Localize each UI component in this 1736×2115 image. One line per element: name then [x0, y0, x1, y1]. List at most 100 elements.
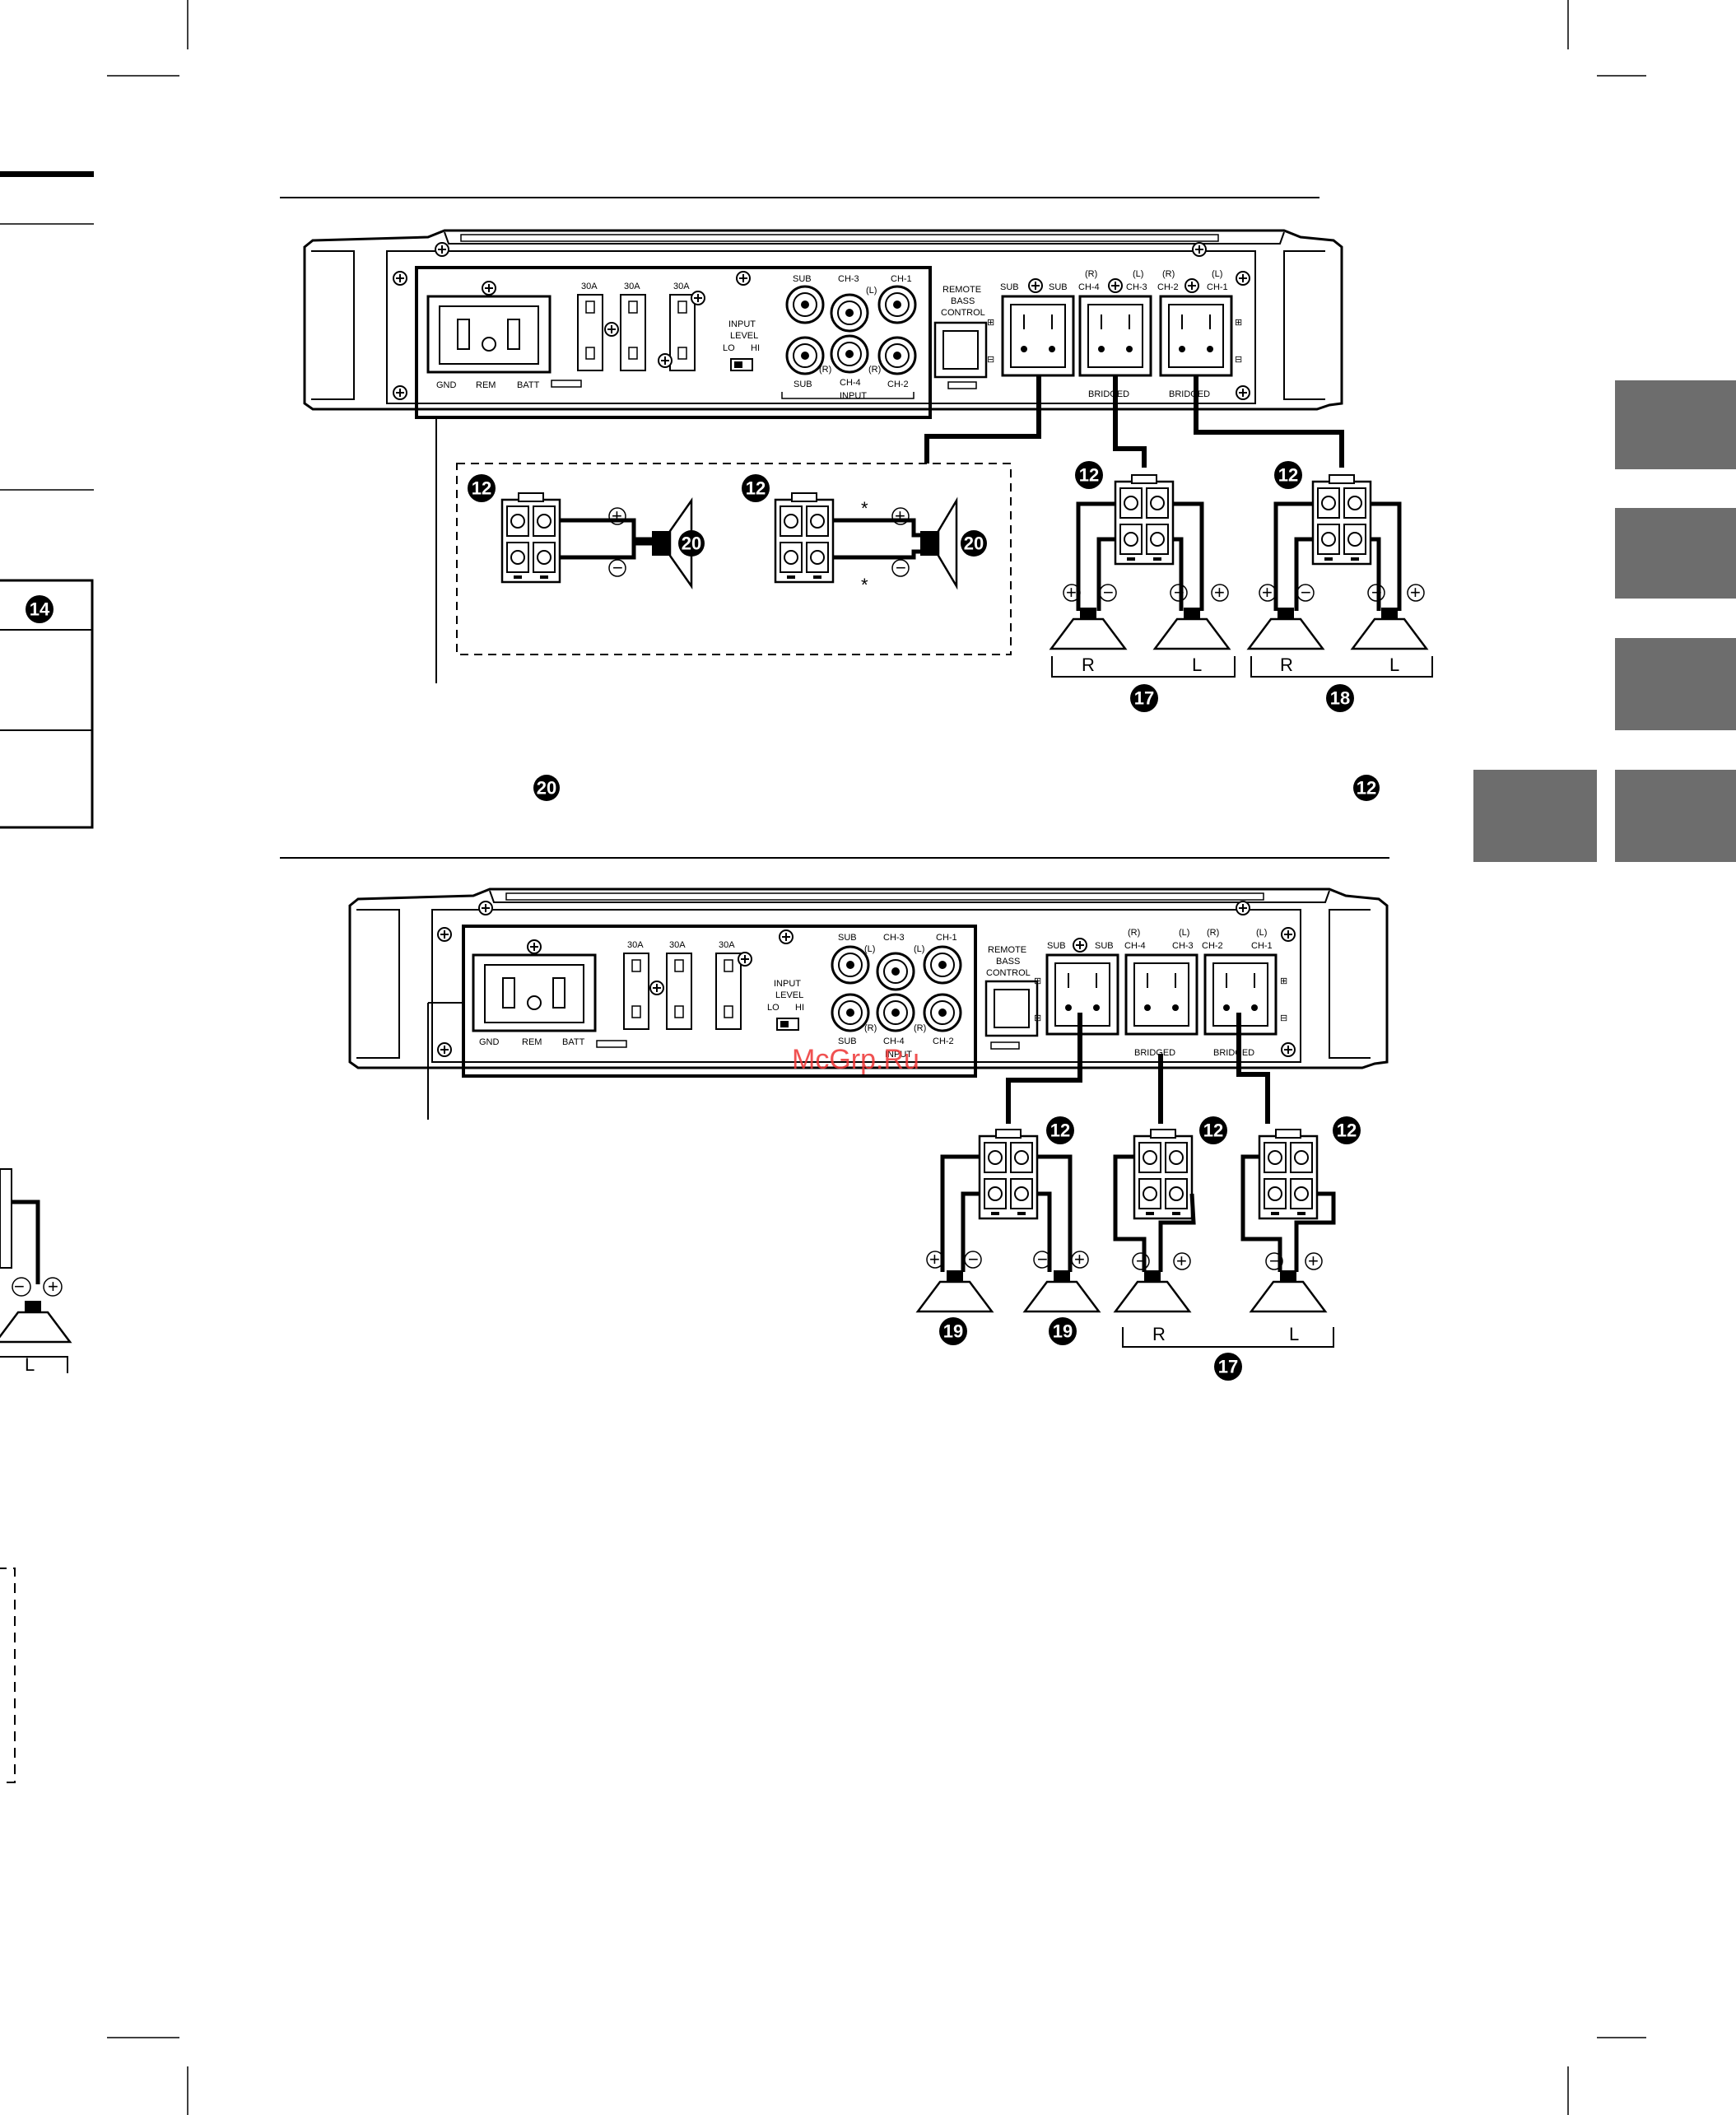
sub-speakers: 12 + − − + 19 19	[916, 1013, 1101, 1345]
fuse-label: 30A	[581, 282, 598, 291]
ch1-label: CH-1	[1251, 941, 1273, 951]
rca-inputs: SUB CH-3 (L) CH-1 (R) (R) SUB CH-4 CH-2 …	[781, 274, 917, 401]
ch4-r: (R)	[1128, 928, 1140, 938]
callout-12-label: 12	[1079, 465, 1099, 486]
callout-12	[468, 474, 496, 502]
rca-label: CH-3	[883, 933, 905, 943]
fuse-group: 30A 30A 30A	[577, 282, 705, 371]
rca-jack[interactable]	[831, 993, 870, 1032]
minus-sign: −	[1269, 1251, 1280, 1271]
fuse-label: 30A	[673, 282, 690, 291]
sub-label: SUB	[1047, 941, 1066, 951]
asterisk: *	[861, 498, 868, 519]
plus-mark: ⊞	[1235, 318, 1242, 328]
callout-12	[1353, 775, 1380, 801]
input-level-title: INPUT	[728, 319, 756, 329]
section-tabs	[1473, 380, 1736, 862]
rca-jack[interactable]	[923, 945, 962, 985]
plus-sign: +	[1308, 1251, 1319, 1271]
minus-sign: −	[1301, 582, 1311, 603]
rca-label: SUB	[838, 1037, 857, 1046]
bridged-speakers: 12 12 − + − + R L 17	[1113, 1013, 1361, 1381]
callout-12-label: 12	[1278, 465, 1298, 486]
plus-mark: ⊞	[1280, 976, 1287, 986]
plus-sign: +	[48, 1276, 58, 1297]
plus-sign: +	[1410, 582, 1421, 603]
callout-20-label: 20	[537, 778, 556, 799]
rca-jack[interactable]	[923, 993, 962, 1032]
callout-12-label: 12	[1050, 1120, 1070, 1141]
left-margin-fragments: 14 − + L	[0, 171, 94, 1783]
rca-jack[interactable]	[830, 334, 869, 374]
batt-label: BATT	[517, 380, 540, 390]
plus-sign: +	[929, 1249, 940, 1269]
hi-label: HI	[795, 1003, 804, 1013]
rca-jack[interactable]	[877, 336, 917, 375]
callout-17	[1130, 684, 1158, 712]
section-tab[interactable]	[1615, 380, 1736, 469]
rca-jack[interactable]	[830, 293, 869, 333]
rca-inputs: SUB CH-3 (L) (L) CH-1 (R) (R) SUB CH-4 C…	[831, 933, 962, 1060]
rca-jack[interactable]	[831, 945, 870, 985]
input-level-switch[interactable]: INPUT LEVEL LO HI	[723, 319, 760, 371]
input-level-title: LEVEL	[775, 990, 803, 1000]
section-tab[interactable]	[1473, 770, 1597, 862]
rca-label: SUB	[794, 380, 812, 389]
callout-17-label: 17	[1134, 688, 1154, 709]
callout-19	[939, 1317, 967, 1345]
rca-jack[interactable]	[785, 285, 825, 324]
right-label: R	[1082, 655, 1095, 675]
fuse-label: 30A	[669, 940, 686, 950]
callout-20	[678, 530, 705, 557]
sub-label: SUB	[1000, 282, 1019, 292]
terminal-sub[interactable]	[1001, 295, 1075, 377]
minus-sign: −	[612, 557, 623, 578]
rca-label: CH-2	[887, 380, 909, 389]
callout-17	[1214, 1353, 1242, 1381]
ch3-label: CH-3	[1172, 941, 1194, 951]
lo-label: LO	[767, 1003, 780, 1013]
callout-19-label: 19	[1053, 1321, 1073, 1342]
remote-label: CONTROL	[986, 968, 1031, 978]
left-label: L	[1289, 1324, 1299, 1344]
rca-jack[interactable]	[876, 993, 915, 1032]
rca-label: (R)	[914, 1023, 926, 1033]
left-label: L	[1389, 655, 1399, 675]
minus-mark: ⊟	[1280, 1013, 1287, 1023]
ch2-r: (R)	[1162, 269, 1175, 279]
section-tab[interactable]	[1615, 770, 1736, 862]
terminal-ch2-ch1[interactable]	[1159, 295, 1233, 377]
input-panel-1: GND REM BATT 30A 30A 30A	[415, 266, 932, 419]
section-tab[interactable]	[1615, 638, 1736, 730]
tweeter-options: 12 + − 20 12	[456, 375, 1041, 655]
rca-label: (L)	[914, 944, 924, 954]
terminal-ch4-ch3[interactable]	[1124, 953, 1198, 1036]
callout-20-label: 20	[964, 533, 984, 554]
remote-label: CONTROL	[941, 308, 985, 318]
terminal-ch4-ch3[interactable]	[1078, 295, 1152, 377]
section-tab[interactable]	[1615, 508, 1736, 599]
bridged-label: BRIDGED	[1213, 1048, 1254, 1058]
input-label: INPUT	[840, 391, 867, 401]
rca-jack[interactable]	[876, 952, 915, 991]
rca-label: CH-4	[883, 1037, 905, 1046]
left-label: L	[1192, 655, 1202, 675]
plus-sign: +	[612, 505, 622, 526]
rca-label: (R)	[864, 1023, 877, 1033]
callout-12-label: 12	[1203, 1120, 1223, 1141]
callout-12	[1199, 1116, 1227, 1144]
rca-jack[interactable]	[877, 285, 917, 324]
rca-label: (R)	[819, 365, 831, 375]
rca-jack[interactable]	[785, 336, 825, 375]
minus-sign: −	[1174, 582, 1184, 603]
input-level-switch[interactable]: INPUT LEVEL LO HI	[767, 979, 804, 1031]
hi-label: HI	[751, 343, 760, 353]
rca-label: (L)	[866, 286, 877, 296]
minus-sign: −	[1103, 582, 1114, 603]
rem-label: REM	[476, 380, 496, 390]
input-panel-2: GND REM BATT 30A 30A 30A INPUT LEVEL LO …	[462, 925, 977, 1078]
remote-label: REMOTE	[988, 945, 1026, 955]
batt-label: BATT	[562, 1037, 585, 1047]
minus-sign: −	[14, 1276, 25, 1297]
